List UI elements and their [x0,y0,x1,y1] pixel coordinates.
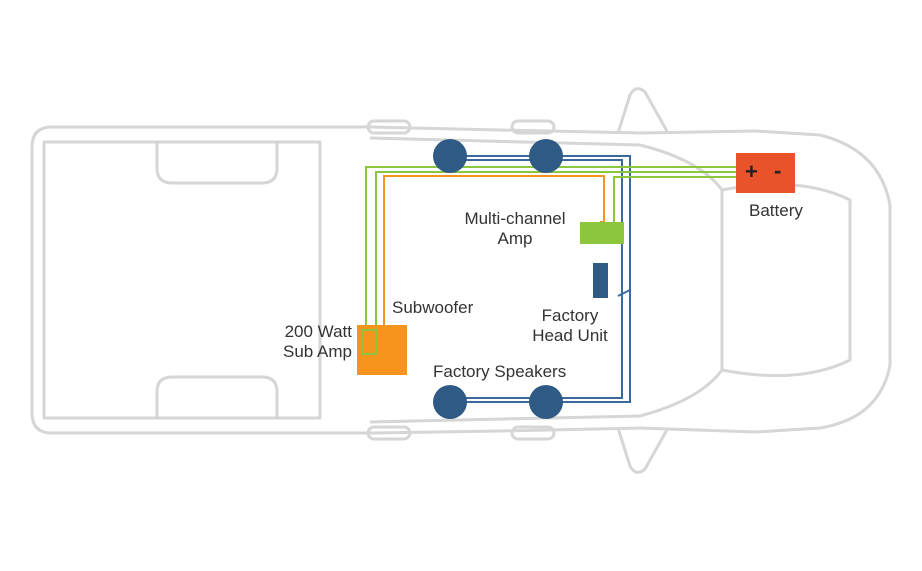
door-handle-bottom-rear [366,425,412,441]
subwoofer-box [357,325,407,375]
door-handle-top-front [510,119,556,135]
battery-plus-sign: + [745,159,758,184]
mirror-bottom [616,427,670,474]
sub-amp-label-line2: Sub Amp [283,342,352,361]
mirror-top [616,87,670,134]
power-wire-sub-amp [365,166,740,330]
multi-channel-amp-label-line2: Amp [497,229,533,248]
multi-channel-amp-label-line1: Multi-channel [464,209,566,228]
bed-inner-top [155,142,279,185]
head-unit-box [593,263,608,298]
speaker-front-right [529,385,563,419]
speaker-rear-left [433,139,467,173]
speaker-rear-right [433,385,467,419]
truck-outline [30,87,892,474]
cab-door-top-line [369,136,641,147]
power-wire-multi-amp [613,176,740,225]
subwoofer-label: Subwoofer [392,298,474,317]
head-unit-label-line1: Factory [541,306,599,325]
head-unit-label-line2: Head Unit [532,326,608,345]
door-handle-top-rear [366,119,412,135]
door-handle-bottom-front [510,425,556,441]
bed-inner-bottom [155,375,279,418]
factory-speakers-label: Factory Speakers [433,362,567,381]
windshield [639,143,724,418]
sub-amp-box [361,329,377,355]
truck-body [30,125,892,435]
battery-label: Battery [749,201,803,220]
head-unit-label: Factory Head Unit [522,306,618,346]
battery-minus-sign: - [774,158,782,183]
sub-amp-label: 200 Watt Sub Amp [266,322,352,362]
speaker-front-left [529,139,563,173]
multi-channel-amp-box [580,222,624,244]
multi-channel-amp-label: Multi-channel Amp [452,209,578,249]
sub-amp-label-line1: 200 Watt [284,322,352,341]
power-wire-sub-amp-2 [375,171,740,330]
bed-outline [42,140,322,420]
cab-door-bottom-line [369,414,641,424]
battery-box [736,153,795,193]
head-unit-wire [617,289,631,297]
